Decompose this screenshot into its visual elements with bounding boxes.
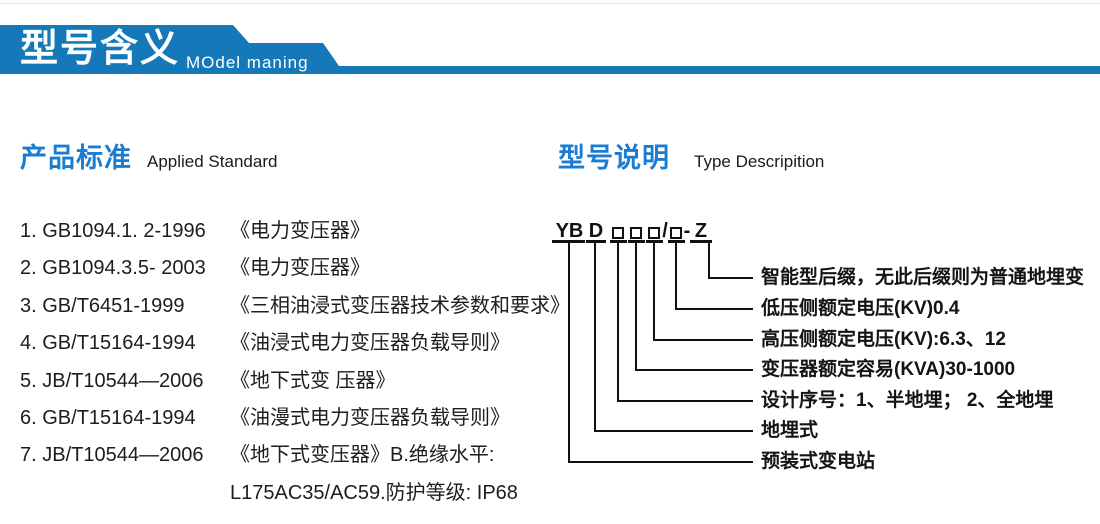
connector-line	[594, 242, 596, 432]
code-description: 地埋式	[761, 420, 819, 441]
model-code-box	[612, 227, 624, 239]
connector-line	[594, 430, 753, 432]
standard-title: L175AC35/AC59.防护等级: IP68	[230, 481, 518, 504]
connector-line	[635, 369, 753, 371]
standards-item: 6. GB/T15164-1994 《油漫式电力变压器负载导则》	[20, 406, 565, 443]
code-underline	[610, 240, 627, 243]
page-title: 型号含义	[20, 28, 181, 70]
standards-item: 2. GB1094.3.5- 2003 《电力变压器》	[20, 256, 565, 293]
code-underline	[690, 240, 712, 243]
code-underline	[586, 240, 606, 243]
standard-title: 《地下式变 压器》	[230, 369, 396, 392]
standard-code: 6. GB/T15164-1994	[20, 406, 196, 429]
standard-title: 《地下式变压器》B.绝缘水平:	[230, 444, 495, 467]
connector-line	[675, 308, 753, 310]
model-code-suffix: Z	[694, 220, 708, 242]
code-underline	[646, 240, 663, 243]
header-banner: 型号含义 MOdel maning	[0, 25, 1100, 74]
code-underline	[668, 240, 685, 243]
standard-title: 《油漫式电力变压器负载导则》	[230, 406, 510, 429]
type-heading-en: Type Descripition	[694, 152, 825, 171]
standards-item: 1. GB1094.1. 2-1996 《电力变压器》	[20, 219, 565, 256]
standards-item: 7. JB/T10544—2006 《地下式变压器》B.绝缘水平:	[20, 443, 565, 480]
standard-code: 2. GB1094.3.5- 2003	[20, 257, 206, 280]
standard-code: 5. JB/T10544—2006	[20, 369, 204, 392]
standards-section-heading: 产品标准 Applied Standard	[20, 136, 277, 175]
model-code-type-letter: D	[588, 220, 604, 242]
standards-item: 4. GB/T15164-1994 《油浸式电力变压器负载导则》	[20, 331, 565, 368]
standard-title: 《电力变压器》	[230, 220, 370, 242]
standard-code: 7. JB/T10544—2006	[20, 444, 204, 467]
connector-line	[568, 461, 753, 463]
connector-line	[617, 400, 753, 402]
connector-line	[617, 242, 619, 402]
code-description: 高压侧额定电压(KV):6.3、12	[761, 329, 1006, 350]
code-description: 变压器额定容易(KVA)30-1000	[761, 359, 1016, 380]
standards-list: 1. GB1094.1. 2-1996 《电力变压器》 2. GB1094.3.…	[20, 219, 570, 518]
standard-title: 《电力变压器》	[230, 257, 370, 280]
model-code-dash: -	[683, 220, 691, 242]
top-hairline	[0, 3, 1100, 4]
code-underline	[552, 240, 585, 243]
standard-title: 《油浸式电力变压器负载导则》	[230, 332, 510, 355]
code-description: 预装式变电站	[761, 451, 876, 472]
code-underline	[628, 240, 645, 243]
code-description: 低压侧额定电压(KV)0.4	[761, 298, 960, 319]
connector-line	[635, 242, 637, 371]
connector-line	[568, 242, 570, 463]
standards-item: 3. GB/T6451-1999 《三相油浸式变压器技术参数和要求》	[20, 294, 570, 331]
model-code-slash: /	[662, 220, 668, 242]
model-code-prefix: YB	[555, 220, 584, 242]
connector-line	[708, 242, 710, 279]
connector-line	[675, 242, 677, 310]
type-heading-zh: 型号说明	[558, 143, 670, 173]
connector-line	[708, 277, 753, 279]
standard-code: 1. GB1094.1. 2-1996	[20, 220, 206, 242]
type-section-heading: 型号说明 Type Descripition	[558, 136, 824, 175]
standard-code	[20, 481, 230, 518]
connector-line	[653, 242, 655, 341]
standards-heading-en: Applied Standard	[147, 152, 278, 171]
model-code-box	[670, 227, 682, 239]
standards-heading-zh: 产品标准	[20, 143, 132, 173]
connector-line	[653, 339, 753, 341]
page-subtitle: MOdel maning	[186, 53, 309, 72]
model-code-box	[648, 227, 660, 239]
standard-code: 3. GB/T6451-1999	[20, 294, 185, 317]
standard-title: 《三相油浸式变压器技术参数和要求》	[230, 294, 570, 317]
standard-code: 4. GB/T15164-1994	[20, 332, 196, 355]
standards-item-continuation: L175AC35/AC59.防护等级: IP68	[20, 481, 565, 518]
code-description: 智能型后缀，无此后缀则为普通地埋变	[761, 267, 1085, 288]
code-description: 设计序号：1、半地埋； 2、全地埋	[761, 390, 1054, 411]
model-code-box	[630, 227, 642, 239]
standards-item: 5. JB/T10544—2006 《地下式变 压器》	[20, 369, 565, 406]
